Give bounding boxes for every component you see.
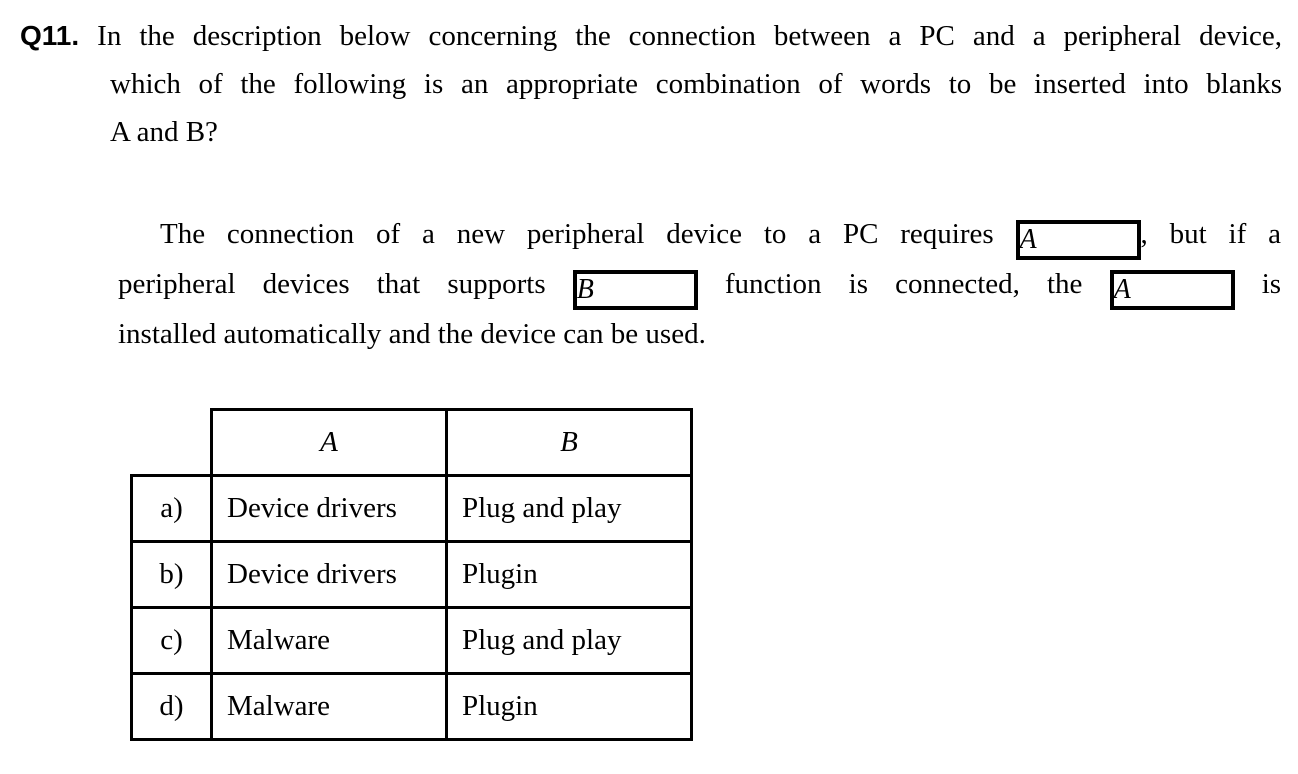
question-text-line-2: which of the following is an appropriate… <box>110 68 1282 100</box>
passage-line1-post: , but if a <box>1140 218 1281 250</box>
option-a-col-a: Device drivers <box>210 474 448 543</box>
option-label-b: b) <box>130 540 213 609</box>
option-d-col-b: Plugin <box>445 672 693 741</box>
option-b-col-b: Plugin <box>445 540 693 609</box>
option-a-col-b: Plug and play <box>445 474 693 543</box>
option-b-col-a: Device drivers <box>210 540 448 609</box>
question-number: Q11. <box>20 20 80 51</box>
option-c-col-b: Plug and play <box>445 606 693 675</box>
passage-line-2: peripheral devices that supports B funct… <box>118 260 1281 310</box>
question-text-line-3: A and B? <box>110 116 218 148</box>
blank-box-b: B <box>572 270 698 310</box>
option-label-a: a) <box>130 474 213 543</box>
question-block: Q11. In the description below concerning… <box>20 12 1282 156</box>
options-header-row: A B <box>132 408 693 477</box>
passage-line1-pre: The connection of a new peripheral devic… <box>160 218 994 250</box>
option-label-d: d) <box>130 672 213 741</box>
header-empty-cell <box>132 410 212 476</box>
passage-line-1: The connection of a new peripheral devic… <box>118 210 1281 260</box>
option-row-c: c) Malware Plug and play <box>130 606 693 675</box>
option-c-col-a: Malware <box>210 606 448 675</box>
options-table: A B a) Device drivers Plug and play b) D… <box>130 408 693 741</box>
option-label-c: c) <box>130 606 213 675</box>
blank-box-a-second: A <box>1109 270 1235 310</box>
option-row-d: d) Malware Plugin <box>130 672 693 741</box>
option-row-a: a) Device drivers Plug and play <box>130 474 693 543</box>
passage-line2-mid: function is connected, the <box>724 268 1083 300</box>
question-line-1: Q11. In the description below concerning… <box>20 12 1282 60</box>
option-row-b: b) Device drivers Plugin <box>130 540 693 609</box>
option-d-col-a: Malware <box>210 672 448 741</box>
column-header-a: A <box>210 408 448 477</box>
passage-block: The connection of a new peripheral devic… <box>118 210 1281 358</box>
question-text-line-1: In the description below concerning the … <box>97 20 1283 52</box>
column-header-b: B <box>445 408 693 477</box>
blank-box-a-first: A <box>1015 220 1141 260</box>
passage-line2-pre: peripheral devices that supports <box>118 268 546 300</box>
passage-line2-post: is <box>1261 268 1282 300</box>
passage-line-3: installed automatically and the device c… <box>118 318 706 350</box>
